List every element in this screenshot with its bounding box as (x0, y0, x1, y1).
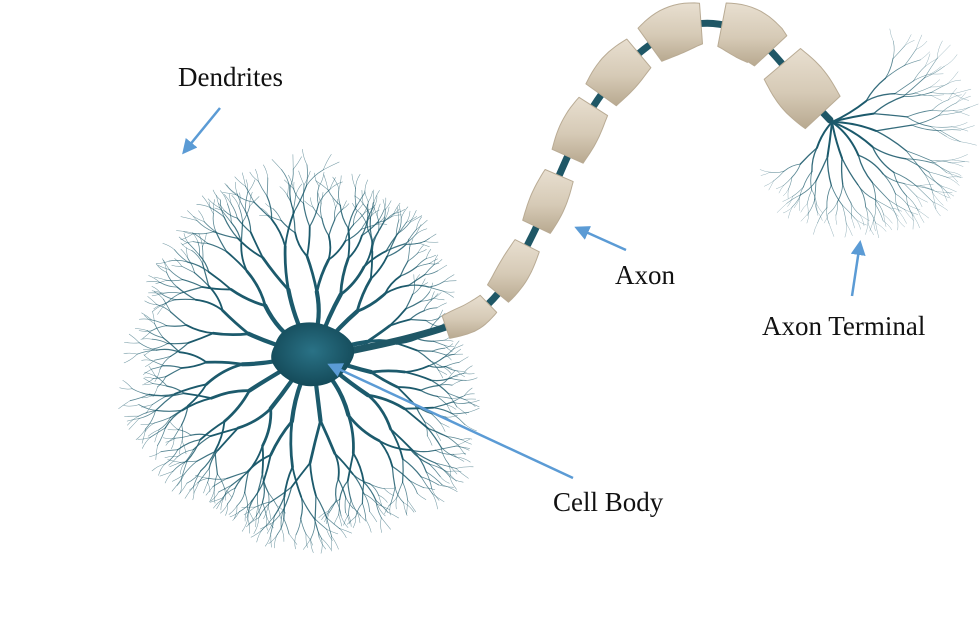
myelin-segment (523, 170, 574, 234)
axon-terminal-arrow (852, 243, 860, 296)
cell-body-arrow (330, 365, 573, 478)
axon-terminal-label: Axon Terminal (762, 313, 925, 340)
myelin-segment (638, 3, 703, 61)
dendrites-label: Dendrites (178, 64, 283, 91)
axon-arrow (577, 228, 626, 250)
dendrites-arrow (184, 108, 220, 152)
myelin-segment (552, 97, 608, 163)
axon-label: Axon (615, 262, 675, 289)
cell-body-label: Cell Body (553, 489, 663, 516)
axon-shaft (330, 23, 830, 355)
